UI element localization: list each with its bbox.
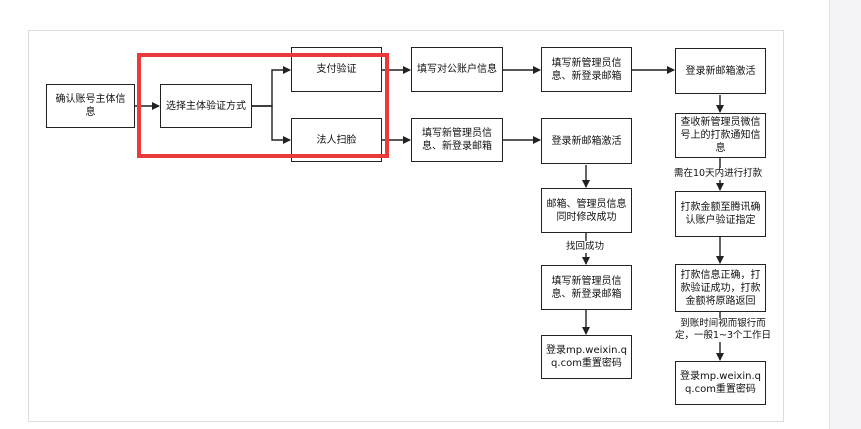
node-fill-public-account[interactable]: 填写对公账户信息	[411, 47, 503, 92]
node-transfer-correct[interactable]: 打款信息正确，打款验证成功，打款金额将原路返回	[675, 264, 766, 312]
label-arrival-time: 到账时间视而银行而定，一般1~3个工作日	[671, 318, 775, 342]
label-recovered: 找回成功	[564, 241, 607, 253]
node-choose-method[interactable]: 选择主体验证方式	[160, 84, 252, 128]
node-confirm-account[interactable]: 确认账号主体信息	[46, 84, 135, 128]
node-login-mp-right[interactable]: 登录mp.weixin.qq.com重置密码	[675, 361, 766, 405]
edge-choose-to-face	[252, 105, 291, 144]
diagram-canvas	[28, 30, 784, 422]
node-fill-admin-info-low[interactable]: 填写新管理员信息、新登录邮箱	[541, 265, 632, 310]
node-email-admin-changed[interactable]: 邮箱、管理员信息同时修改成功	[541, 188, 632, 233]
node-transfer-amount[interactable]: 打款金额至腾讯确认账户验证指定	[675, 191, 766, 237]
node-login-new-email-top[interactable]: 登录新邮箱激活	[675, 48, 766, 94]
node-login-new-email-mid[interactable]: 登录新邮箱激活	[541, 118, 632, 164]
node-login-mp-left[interactable]: 登录mp.weixin.qq.com重置密码	[541, 335, 632, 379]
highlight-box	[137, 53, 389, 158]
node-fill-admin-info-mid[interactable]: 填写新管理员信息、新登录邮箱	[411, 118, 503, 162]
vertical-scrollbar[interactable]	[829, 0, 861, 429]
label-within-10-days: 需在10天内进行打款	[672, 168, 765, 180]
node-check-wechat-notice[interactable]: 查收新管理员微信号上的打款通知信息	[675, 113, 766, 158]
node-fill-admin-info-top[interactable]: 填写新管理员信息、新登录邮箱	[541, 47, 632, 92]
